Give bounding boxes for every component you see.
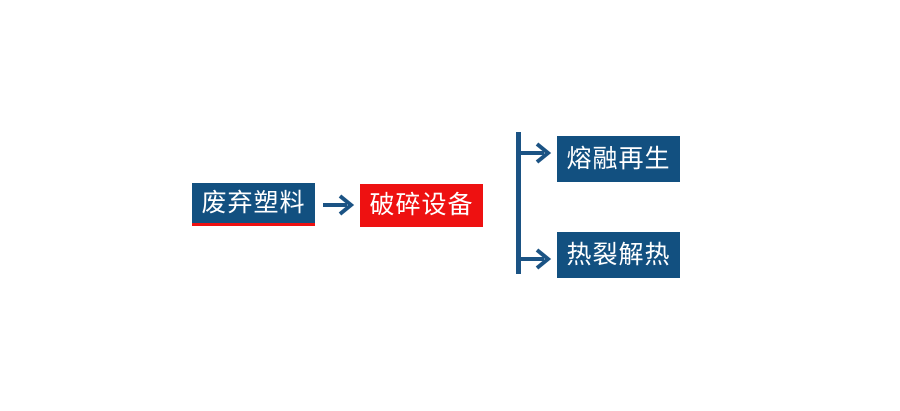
node-crusher-label: 破碎设备: [369, 191, 474, 219]
node-waste-plastic[interactable]: 废弃塑料: [192, 183, 315, 226]
arrow-right-icon-branch-top: [518, 138, 558, 168]
branch-vertical-line: [514, 131, 523, 275]
node-pyrolysis-label: 热裂解热: [566, 240, 671, 269]
node-waste-plastic-label: 废弃塑料: [201, 188, 306, 217]
node-melt-regeneration-label: 熔融再生: [566, 144, 671, 173]
node-crusher[interactable]: 破碎设备: [360, 184, 483, 227]
arrow-right-icon-branch-bottom: [518, 244, 558, 274]
node-melt-regeneration[interactable]: 熔融再生: [557, 136, 680, 182]
arrow-right-icon-waste-to-crusher: [320, 190, 360, 220]
node-pyrolysis[interactable]: 热裂解热: [557, 232, 680, 278]
